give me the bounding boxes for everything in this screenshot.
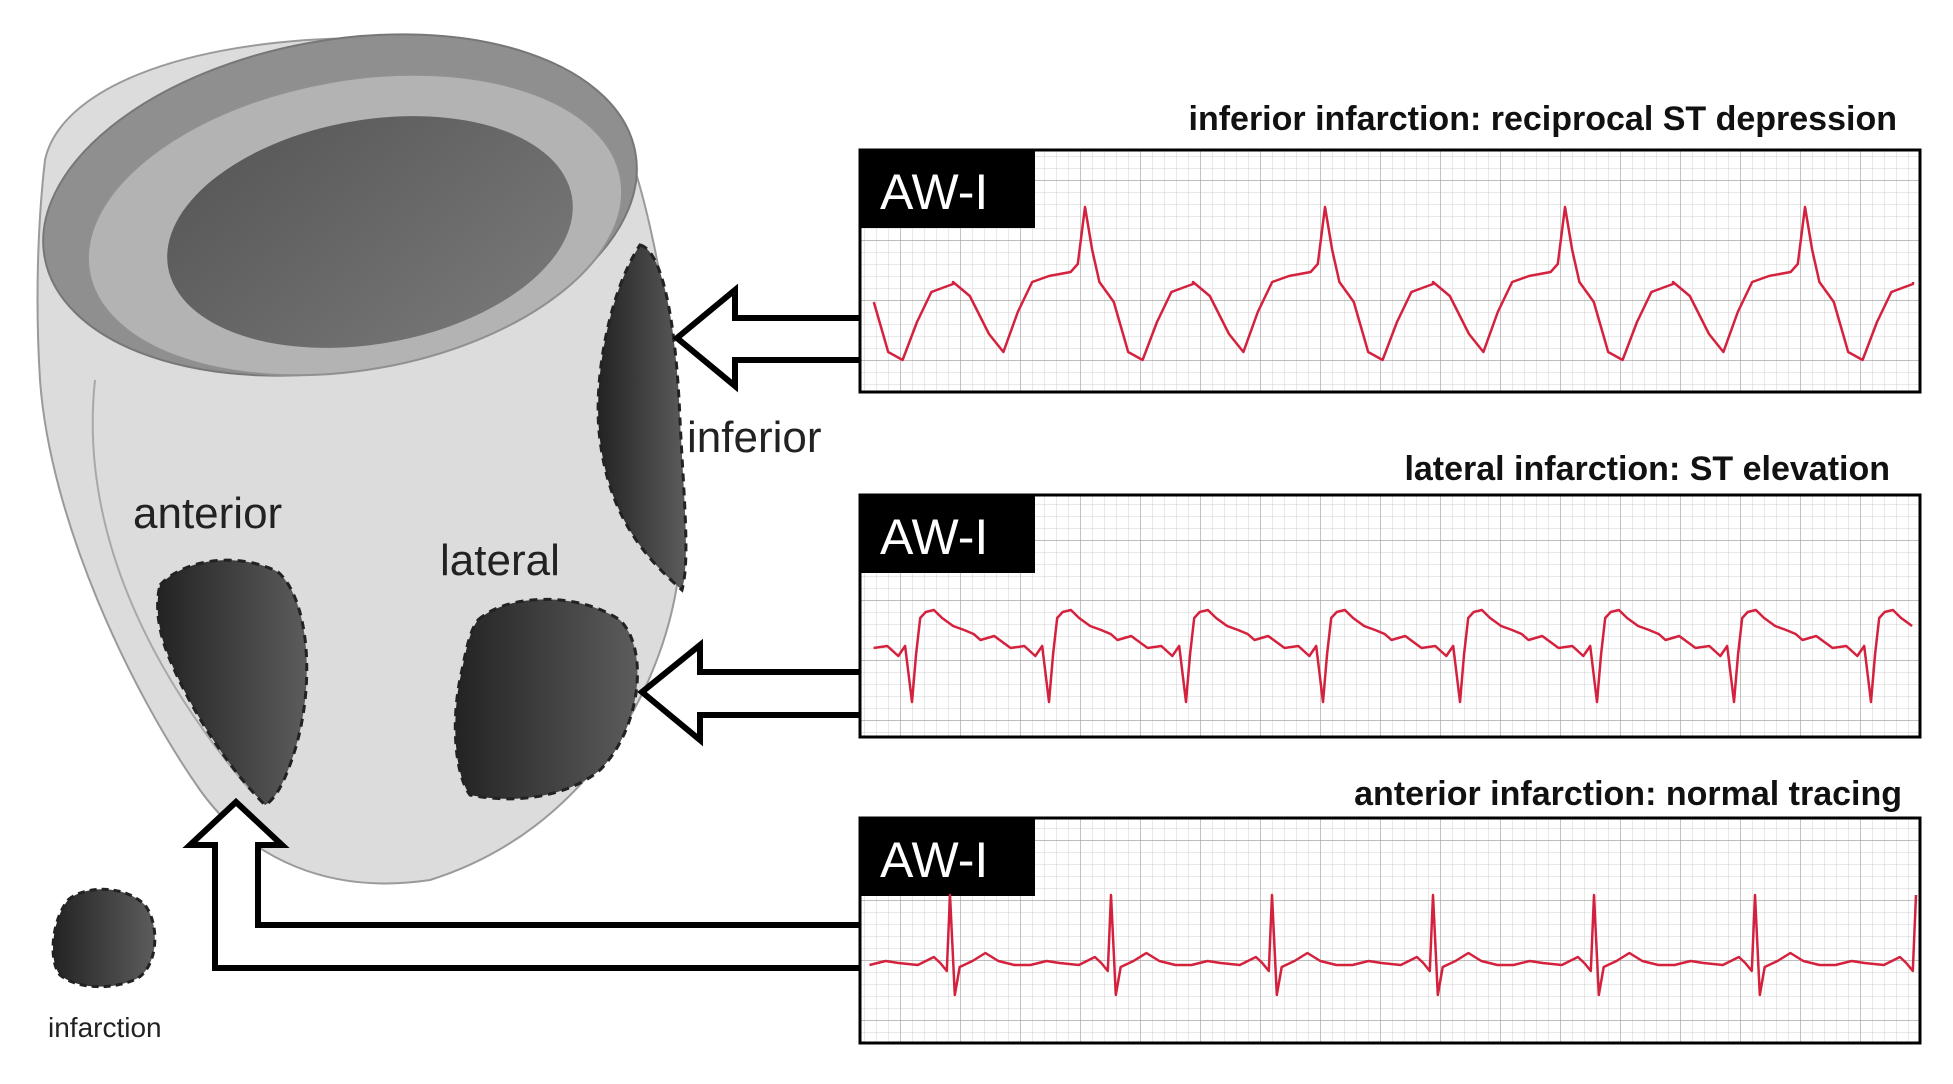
heart: inferior lateral anterior — [36, 33, 822, 885]
ecg-panel-anterior: anterior infarction: normal tracing AW-I — [858, 775, 1922, 1045]
arrows — [182, 283, 860, 971]
panel-title: inferior infarction: reciprocal ST depre… — [1189, 100, 1898, 138]
legend-infarction-label: infarction — [48, 1012, 162, 1043]
ecg-trace — [872, 205, 1915, 362]
label-lateral: lateral — [440, 536, 560, 585]
heart-cavity — [167, 116, 573, 348]
infarct-lateral — [453, 597, 639, 801]
infarct-anterior — [156, 558, 309, 807]
ecg-trace — [873, 608, 1913, 704]
heart-seam — [91, 379, 251, 791]
lead-label: AW-I — [880, 509, 988, 565]
label-anterior: anterior — [133, 489, 282, 538]
arrow-inferior — [672, 283, 860, 393]
infarct-inferior — [596, 243, 688, 593]
lead-label-box — [860, 495, 1035, 573]
legend-infarction-swatch — [51, 887, 157, 989]
panel-title: anterior infarction: normal tracing — [1354, 775, 1902, 813]
arrow-anterior — [182, 797, 860, 971]
ecg-grid — [858, 816, 1922, 1045]
arrow-lateral — [637, 638, 860, 747]
label-inferior: inferior — [687, 413, 822, 462]
ecg-trace — [869, 893, 1918, 997]
lead-label-box — [860, 818, 1035, 896]
lead-label-box — [860, 150, 1035, 228]
panel-title: lateral infarction: ST elevation — [1404, 450, 1890, 488]
legend: infarction — [48, 887, 162, 1043]
lead-label: AW-I — [880, 832, 988, 888]
ecg-panel-lateral: lateral infarction: ST elevation AW-I — [858, 450, 1922, 739]
ecg-panel-inferior: inferior infarction: reciprocal ST depre… — [858, 100, 1922, 394]
ecg-grid — [858, 148, 1922, 394]
lead-label: AW-I — [880, 164, 988, 220]
